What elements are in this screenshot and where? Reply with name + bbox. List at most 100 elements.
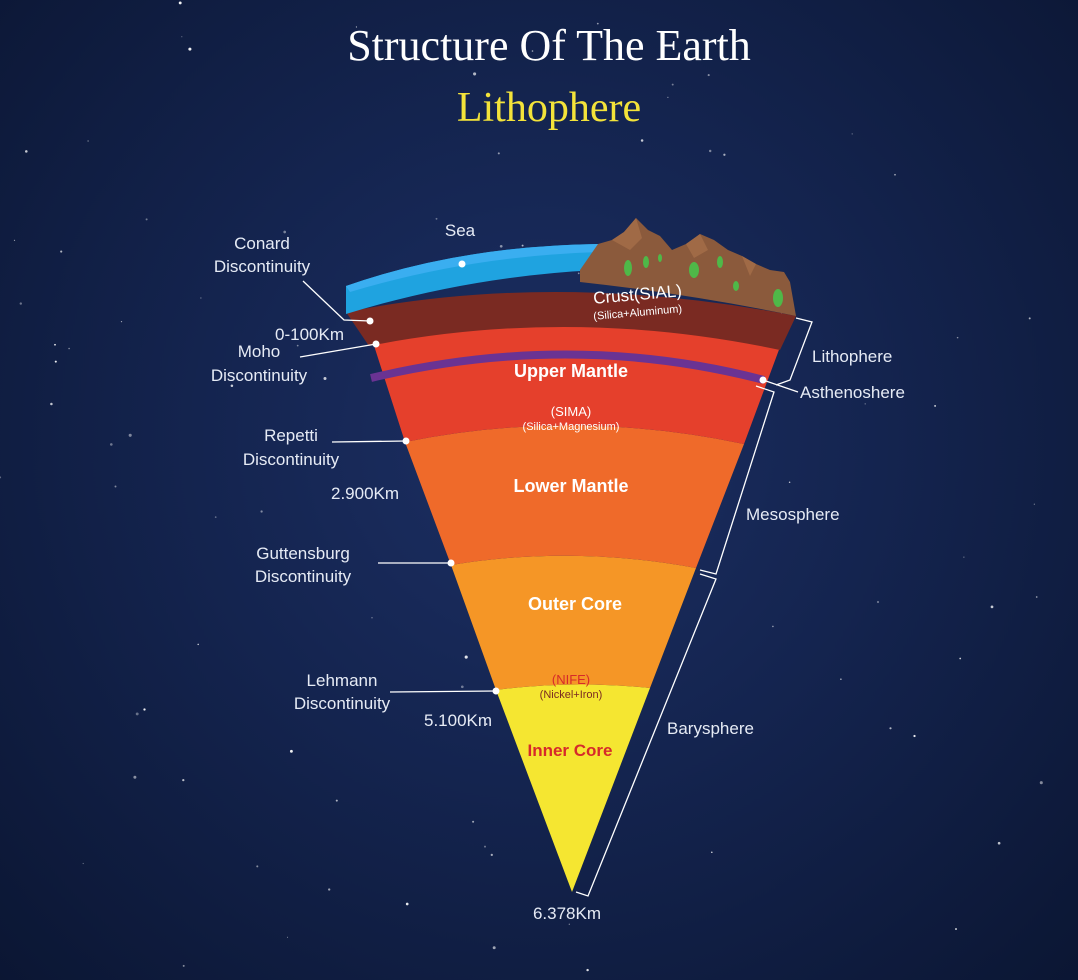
star — [19, 302, 22, 305]
star — [876, 600, 880, 604]
star — [1039, 781, 1043, 785]
page-subtitle: Lithophere — [456, 85, 642, 131]
star — [297, 573, 299, 575]
star — [568, 923, 570, 925]
star — [997, 841, 1001, 845]
star — [723, 153, 726, 156]
lithophere-bracket — [775, 317, 813, 386]
star — [135, 712, 139, 716]
outer-core-label: Outer Core — [528, 594, 622, 614]
asthenosphere-band — [370, 350, 766, 384]
star — [296, 344, 299, 347]
depth-center-label: 6.378Km — [533, 904, 601, 923]
star — [671, 83, 674, 86]
star — [963, 556, 965, 558]
star — [707, 74, 710, 77]
star — [490, 853, 493, 857]
star — [230, 384, 234, 387]
moho-dot — [372, 340, 380, 348]
conard-dot — [366, 317, 374, 325]
guttensburg-dot — [447, 559, 455, 567]
star — [200, 297, 202, 299]
star — [492, 946, 496, 950]
star — [82, 862, 84, 865]
star — [1028, 317, 1031, 320]
star — [1035, 596, 1038, 598]
star — [335, 799, 338, 802]
conard-label-line1: Conard — [234, 234, 290, 253]
star — [577, 272, 580, 275]
repetti-leader-line — [331, 440, 407, 443]
mesosphere-sphere-label: Mesosphere — [746, 505, 840, 524]
star — [840, 678, 842, 680]
star — [485, 723, 488, 725]
star — [54, 343, 56, 346]
star — [711, 851, 713, 853]
star — [50, 402, 53, 406]
star — [894, 173, 896, 176]
star — [120, 320, 123, 323]
star — [109, 443, 113, 446]
star — [913, 734, 916, 738]
star — [889, 727, 892, 730]
lehmann-label-line1: Lehmann — [307, 671, 378, 690]
depth-mantle-label: 2.900Km — [331, 484, 399, 503]
sea-shallow — [346, 244, 598, 292]
star — [472, 820, 475, 823]
lehmann-dot — [492, 687, 500, 695]
star — [851, 133, 853, 135]
sea-pointer-dot — [458, 260, 466, 268]
star — [1033, 503, 1035, 505]
lithophere-sphere-label: Lithophere — [812, 347, 892, 366]
conard-leader-line — [302, 280, 371, 322]
moho-label-line1: Moho — [238, 342, 281, 361]
conard-label-line2: Discontinuity — [214, 257, 311, 276]
trees — [624, 254, 783, 307]
guttensburg-label-line1: Guttensburg — [256, 544, 350, 563]
mesosphere-bracket — [699, 385, 775, 575]
repetti-label-line1: Repetti — [264, 426, 318, 445]
moho-label-line2: Discontinuity — [211, 366, 308, 385]
star — [521, 244, 524, 247]
barysphere-bracket — [575, 573, 717, 897]
asthenoshere-leader-line — [762, 379, 799, 393]
lehmann-label-line2: Discontinuity — [294, 694, 391, 713]
page-title: Structure Of The Earth — [347, 21, 751, 70]
inner-core-layer — [496, 684, 650, 892]
star — [497, 152, 500, 155]
star — [128, 433, 132, 437]
star — [371, 617, 373, 619]
star — [864, 403, 866, 405]
star — [197, 643, 199, 646]
star — [990, 605, 994, 609]
asthenoshere-sphere-label: Asthenoshere — [800, 383, 905, 402]
star — [473, 72, 477, 76]
lower-mantle-layer — [405, 425, 744, 568]
star — [133, 775, 137, 779]
star — [708, 149, 712, 153]
star — [484, 845, 486, 848]
star — [178, 1, 182, 5]
sea-label: Sea — [445, 221, 476, 240]
star — [54, 360, 57, 363]
star — [68, 347, 70, 350]
star — [286, 936, 289, 938]
star — [114, 485, 117, 488]
star — [355, 26, 357, 28]
barysphere-sphere-label: Barysphere — [667, 719, 754, 738]
star — [959, 657, 962, 660]
star — [145, 218, 148, 221]
repetti-dot — [402, 437, 410, 445]
repetti-label-line2: Discontinuity — [243, 450, 340, 469]
star — [214, 516, 217, 518]
star — [323, 377, 327, 380]
star — [143, 708, 146, 711]
star — [181, 36, 183, 38]
upper-mantle-label: Upper Mantle — [514, 361, 628, 381]
star — [328, 888, 331, 891]
star — [289, 749, 293, 753]
star — [788, 481, 791, 484]
star — [182, 778, 185, 782]
star — [260, 510, 263, 513]
